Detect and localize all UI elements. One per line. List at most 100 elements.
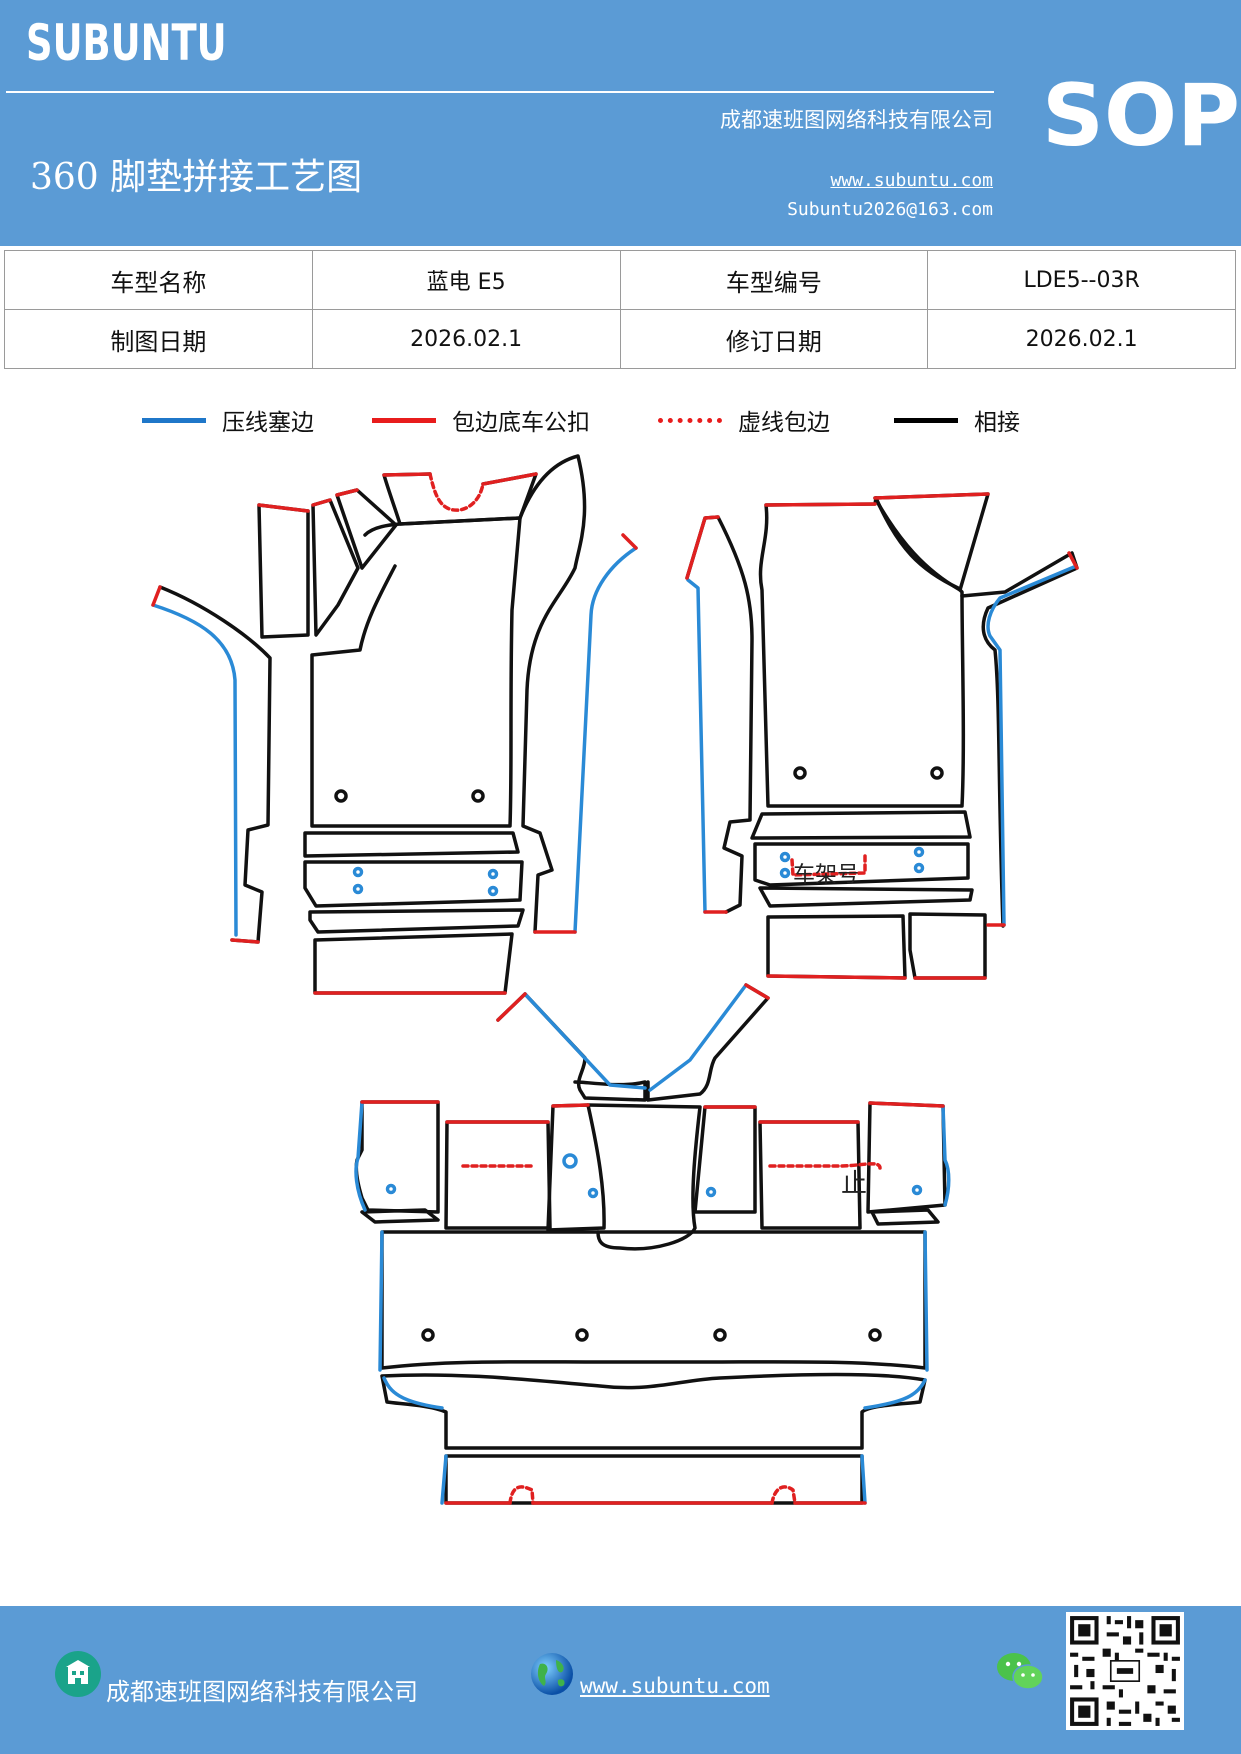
red-left-pillar-top <box>621 533 638 550</box>
red-passenger-top <box>764 492 990 507</box>
legend-swatch-blue <box>142 417 206 423</box>
red-rear-right-arm <box>744 983 770 1000</box>
table-cell: 2026.02.1 <box>927 309 1236 369</box>
blue-strip-bottom-left <box>440 1454 448 1505</box>
legend-item: 包边底车公扣 <box>372 400 590 440</box>
left-angle-panel <box>335 488 398 570</box>
rear-right-arm <box>646 983 770 1102</box>
rear-center-middle <box>586 1103 702 1251</box>
rear-center-panel <box>546 1103 606 1232</box>
sop-badge: SOP <box>1042 66 1241 166</box>
table-cell: 车型名称 <box>4 250 313 310</box>
blue-strip-left <box>382 1376 444 1410</box>
red-left-side-top <box>151 585 162 607</box>
right-side-strip <box>685 515 754 914</box>
right-strip-2 <box>753 842 970 887</box>
left-pillar <box>518 454 587 934</box>
blue-strip-bottom-right <box>860 1454 867 1505</box>
legend-item: 压线塞边 <box>142 400 314 440</box>
blue-rear-left-end <box>354 1100 367 1212</box>
blue-rear-left-arm <box>523 992 647 1090</box>
qr-code-image <box>1066 1612 1184 1730</box>
blue-rear-right-arm <box>648 983 748 1092</box>
brand-logo: SUBUNTU <box>26 14 227 72</box>
table-cell: 2026.02.1 <box>311 309 621 369</box>
left-narrow-panel <box>257 503 310 639</box>
blue-left-side <box>151 603 238 937</box>
table-cell: LDE5--03R <box>927 250 1236 310</box>
rear-bench <box>380 1230 927 1370</box>
red-top-flap <box>382 472 538 486</box>
blue-bench-right <box>923 1230 929 1372</box>
rear-left-end-panel <box>354 1100 440 1214</box>
driver-mat-top-flap <box>382 472 538 526</box>
table-cell: 修订日期 <box>619 309 929 369</box>
page-title: 360 脚垫拼接工艺图 <box>30 157 363 198</box>
passenger-mat <box>758 496 966 808</box>
table-cell: 车型编号 <box>619 250 929 310</box>
legend-label: 相接 <box>974 410 1020 436</box>
red-left-narrow <box>257 503 310 513</box>
qr-code[interactable] <box>1066 1612 1184 1730</box>
right-strip-1 <box>750 810 972 840</box>
right-strip-3 <box>758 886 974 908</box>
header-company: 成都速班图网络科技有限公司 <box>720 108 993 132</box>
outline-blue <box>151 546 1076 1505</box>
blue-right-pillar <box>986 565 1076 927</box>
left-side-strip <box>158 585 272 944</box>
left-strip-4 <box>313 932 514 995</box>
rear-left-end-flap <box>360 1208 440 1224</box>
red-rear-left-arm <box>496 992 527 1022</box>
blue-rear-right-end <box>941 1104 951 1207</box>
red-rear-top-left <box>360 1100 590 1124</box>
left-slim-panel <box>311 498 360 637</box>
left-strip-2 <box>303 860 524 908</box>
legend-swatch-black <box>894 417 958 423</box>
left-strip-3 <box>308 908 525 934</box>
wechat-icon[interactable] <box>995 1650 1045 1694</box>
driver-mat <box>310 516 522 828</box>
rear-left-mid <box>444 1120 552 1230</box>
globe-icon <box>531 1653 573 1695</box>
info-table: 车型名称 蓝电 E5 车型编号 LDE5--03R 制图日期 2026.02.1… <box>4 250 1236 369</box>
legend-swatch-red-dotted <box>658 417 722 423</box>
blue-left-pillar <box>573 546 638 934</box>
legend-swatch-red <box>372 417 436 423</box>
legend-item: 虚线包边 <box>658 400 830 440</box>
stop-label: 止 <box>841 1169 867 1199</box>
outline-red-dotted <box>428 472 882 1505</box>
legend-label: 压线塞边 <box>222 410 314 436</box>
red-left-slim <box>311 498 332 507</box>
header-website-link[interactable]: www.subuntu.com <box>830 170 993 191</box>
rear-right-end-panel <box>866 1101 947 1214</box>
right-pillar <box>960 551 1079 928</box>
red-left-angle <box>335 488 359 497</box>
right-strip-5 <box>908 912 987 980</box>
footer-website-link[interactable]: www.subuntu.com <box>580 1674 770 1698</box>
header-banner <box>0 0 1241 246</box>
frame-number-label: 车架号 <box>793 863 859 888</box>
footer-company: 成都速班图网络科技有限公司 <box>106 1678 418 1706</box>
rear-right-end-flap <box>870 1208 940 1226</box>
table-row: 制图日期 2026.02.1 修订日期 2026.02.1 <box>4 309 1236 369</box>
dotted-frame-box <box>790 853 867 877</box>
legend-label: 包边底车公扣 <box>452 410 590 436</box>
dotted-top-flap <box>428 472 485 512</box>
legend-item: 相接 <box>894 400 1020 440</box>
header-email[interactable]: Subuntu2026@163.com <box>787 199 993 220</box>
header-divider <box>6 91 994 93</box>
rear-left-arm <box>496 992 647 1102</box>
rear-strip-top <box>380 1372 927 1450</box>
blue-right-side <box>686 578 707 914</box>
passenger-top-panel <box>873 492 990 592</box>
table-cell: 蓝电 E5 <box>311 250 621 310</box>
outline-red <box>151 472 1079 1505</box>
rear-strip-bottom <box>444 1454 864 1505</box>
blue-strip-right <box>863 1378 927 1410</box>
legend-label: 虚线包边 <box>738 410 830 436</box>
red-right-strips <box>766 974 987 980</box>
table-row: 车型名称 蓝电 E5 车型编号 LDE5--03R <box>4 250 1236 310</box>
dotted-rear-right <box>768 1162 882 1170</box>
rear-right-center <box>693 1105 757 1214</box>
red-right-pillar-top <box>1067 551 1079 570</box>
